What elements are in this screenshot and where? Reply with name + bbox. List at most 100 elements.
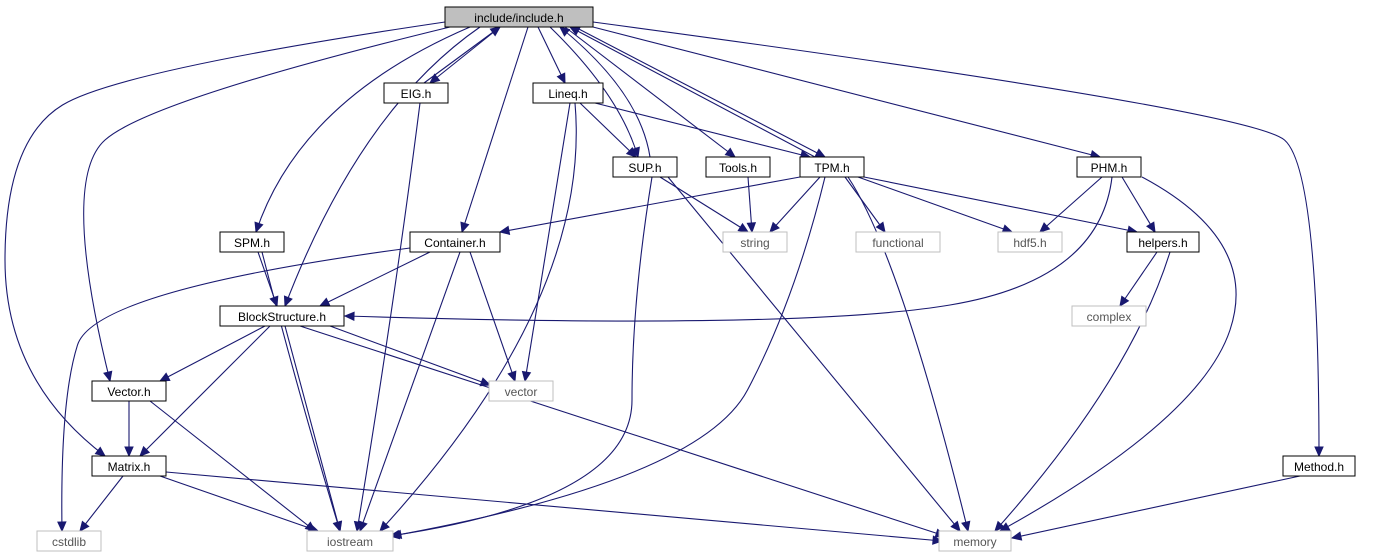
node-string: string (722, 231, 788, 253)
node-tpm[interactable]: TPM.h (799, 156, 865, 178)
edge-tpm-to-container (499, 176, 801, 233)
edge-include-to-container (461, 26, 529, 233)
node-phm[interactable]: PHM.h (1076, 156, 1142, 178)
node-label-complex: complex (1087, 310, 1132, 324)
edge-include-to-spm (255, 26, 471, 233)
arrowhead-include-to-container (460, 221, 470, 234)
edge-include-to-phm (592, 26, 1101, 158)
node-label-memory: memory (953, 535, 996, 549)
arrowhead-matrix-to-cstdlib (79, 520, 90, 532)
arrowhead-include-to-lineq (556, 72, 566, 85)
edge-matrix-to-memory (165, 471, 943, 542)
arrowhead-tpm-to-include (568, 26, 581, 36)
edge-blockstructure-to-vector (329, 325, 491, 386)
node-box-blockstructure (219, 305, 345, 327)
arrowhead-include-to-spm (254, 221, 264, 234)
node-label-hdf5: hdf5.h (1013, 236, 1046, 250)
node-vector_h[interactable]: Vector.h (91, 380, 167, 402)
edge-vector_h-to-iostream (149, 400, 316, 532)
node-box-tools (705, 156, 771, 178)
node-label-vector: vector (505, 385, 538, 399)
node-box-vector_h (91, 380, 167, 402)
node-eig[interactable]: EIG.h (383, 82, 449, 104)
node-box-matrix (91, 455, 167, 477)
edge-include-to-lineq (537, 26, 566, 84)
node-include[interactable]: include/include.h (444, 6, 594, 28)
node-label-method: Method.h (1294, 460, 1344, 474)
edge-include-to-method (592, 21, 1320, 457)
node-box-helpers (1126, 231, 1200, 253)
node-box-lineq (532, 82, 604, 104)
node-label-vector_h: Vector.h (107, 385, 150, 399)
edge-include-to-blockstructure (284, 26, 481, 307)
edge-eig-to-include (423, 26, 501, 84)
edge-container-to-iostream (359, 251, 461, 532)
arrowhead-tpm-to-functional (875, 221, 886, 233)
node-sup[interactable]: SUP.h (612, 156, 678, 178)
node-memory: memory (938, 530, 1012, 552)
edge-helpers-to-complex (1119, 251, 1158, 307)
arrowhead-include-to-blockstructure (283, 295, 293, 308)
arrowhead-method-to-memory (1010, 531, 1023, 541)
edge-tpm-to-helpers (863, 176, 1138, 233)
arrowhead-helpers-to-memory (994, 520, 1005, 532)
edge-container-to-vector (469, 251, 516, 382)
edge-tpm-to-memory (847, 176, 969, 532)
node-complex: complex (1071, 305, 1147, 327)
node-box-phm (1076, 156, 1142, 178)
node-blockstructure[interactable]: BlockStructure.h (219, 305, 345, 327)
node-method[interactable]: Method.h (1282, 455, 1356, 477)
node-box-iostream (306, 530, 394, 552)
node-label-sup: SUP.h (628, 161, 661, 175)
edge-phm-to-memory (999, 176, 1237, 532)
edge-lineq-to-sup (579, 102, 637, 158)
edges-layer (4, 21, 1324, 545)
arrowhead-eig-to-include (489, 26, 501, 37)
arrowhead-lineq-to-sup (625, 146, 637, 158)
arrowhead-tpm-to-string (769, 221, 780, 233)
edge-blockstructure-to-iostream (284, 325, 341, 532)
node-label-container: Container.h (424, 236, 485, 250)
node-label-spm: SPM.h (234, 236, 270, 250)
node-helpers[interactable]: helpers.h (1126, 231, 1200, 253)
node-lineq[interactable]: Lineq.h (532, 82, 604, 104)
node-box-container (409, 231, 501, 253)
node-matrix[interactable]: Matrix.h (91, 455, 167, 477)
node-functional: functional (855, 231, 941, 253)
arrowhead-include-to-vector_h (103, 370, 113, 383)
edge-include-to-matrix (4, 21, 446, 457)
node-tools[interactable]: Tools.h (705, 156, 771, 178)
node-box-complex (1071, 305, 1147, 327)
node-label-string: string (740, 236, 769, 250)
node-label-tools: Tools.h (719, 161, 757, 175)
edge-include-to-tpm (574, 26, 826, 158)
edge-lineq-to-vector (524, 102, 571, 382)
node-container[interactable]: Container.h (409, 231, 501, 253)
node-spm[interactable]: SPM.h (219, 231, 285, 253)
edge-include-to-vector_h (83, 26, 451, 382)
edge-lineq-to-tpm (594, 102, 811, 158)
node-cstdlib: cstdlib (36, 530, 102, 552)
edge-helpers-to-memory (994, 251, 1171, 532)
arrowhead-blockstructure-to-matrix (139, 445, 151, 457)
edge-lineq-to-iostream (379, 102, 577, 532)
edge-phm-to-hdf5 (1039, 176, 1103, 233)
arrowhead-tpm-to-iostream (390, 529, 403, 539)
node-label-matrix: Matrix.h (108, 460, 151, 474)
node-vector: vector (488, 380, 554, 402)
edge-sup-to-memory (667, 176, 961, 532)
edge-tpm-to-string (769, 176, 821, 233)
edge-tpm-to-functional (844, 176, 886, 233)
edge-phm-to-helpers (1121, 176, 1156, 233)
arrowhead-blockstructure-to-vector_h (158, 372, 171, 382)
edge-eig-to-iostream (356, 102, 421, 532)
node-label-helpers: helpers.h (1138, 236, 1187, 250)
arrowhead-blockstructure-to-vector (479, 377, 492, 387)
node-label-cstdlib: cstdlib (52, 535, 86, 549)
arrowhead-container-to-iostream (358, 520, 368, 533)
node-box-vector (488, 380, 554, 402)
edge-phm-to-blockstructure (344, 176, 1113, 322)
edge-include-to-tools (564, 26, 736, 158)
